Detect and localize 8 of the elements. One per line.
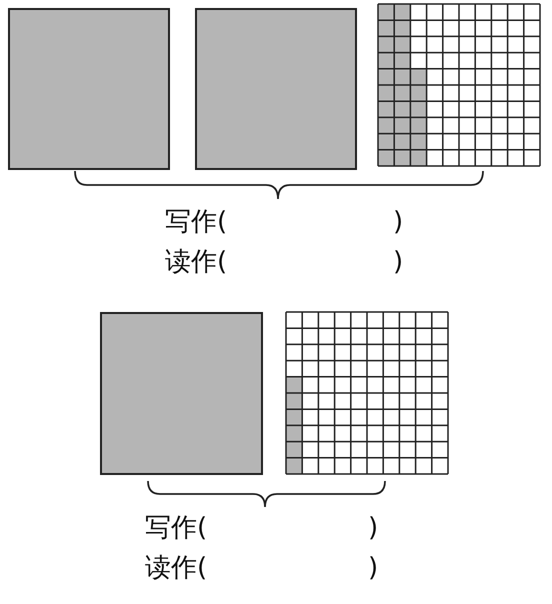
fill-in-text: ) xyxy=(368,552,378,584)
fill-in-text: 写作( xyxy=(145,512,208,544)
fill-in-text: 读作( xyxy=(145,552,208,584)
fill-in-text: ) xyxy=(393,246,404,278)
fill-in-text: 写作( xyxy=(165,206,228,238)
fill-in-text: ) xyxy=(368,512,378,544)
fill-in-text: 读作( xyxy=(165,246,228,278)
fill-in-text: ) xyxy=(393,206,404,238)
